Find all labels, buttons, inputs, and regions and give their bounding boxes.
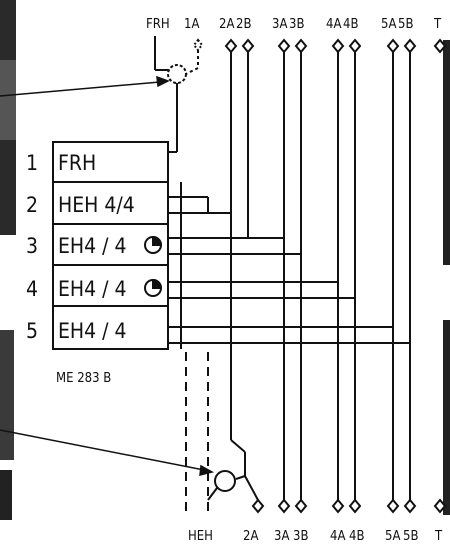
row-number-4: 4 xyxy=(26,277,38,301)
bottom-terminal-labels: HEH 2A 3A 3B 4A 4B 5A 5B T xyxy=(188,529,443,544)
bottom-label-5A: 5A xyxy=(385,529,400,544)
row-label-5: EH4 / 4 xyxy=(58,319,127,343)
bottom-label-2A: 2A xyxy=(243,529,258,544)
row-numbers: 1 2 3 4 5 xyxy=(26,151,38,343)
row-number-3: 3 xyxy=(26,234,38,258)
row-label-2: HEH 4/4 xyxy=(58,193,135,217)
diamond-terminal-icon xyxy=(277,38,291,54)
diamond-terminal-icon xyxy=(433,38,447,54)
bottom-terminals xyxy=(251,498,447,514)
diamond-terminal-icon xyxy=(294,498,308,514)
diamond-terminal-icon xyxy=(403,498,417,514)
row-number-5: 5 xyxy=(26,319,38,343)
diamond-terminal-icon xyxy=(386,38,400,54)
bottom-label-T: T xyxy=(434,529,443,544)
top-label-4A: 4A xyxy=(326,17,341,32)
arrow-pointer-icon xyxy=(156,75,170,88)
top-label-3A: 3A xyxy=(272,17,287,32)
top-label-4B: 4B xyxy=(343,17,358,32)
row-label-4: EH4 / 4 xyxy=(58,277,127,301)
diamond-terminal-icon xyxy=(386,498,400,514)
bottom-label-HEH: HEH xyxy=(188,529,213,544)
arrow-pointer-icon xyxy=(199,464,215,476)
top-label-5A: 5A xyxy=(381,17,396,32)
bottom-label-3A: 3A xyxy=(274,529,289,544)
top-label-FRH: FRH xyxy=(146,17,170,32)
diamond-terminal-icon xyxy=(348,498,362,514)
top-label-5B: 5B xyxy=(398,17,413,32)
clock-icon xyxy=(144,235,163,254)
frh-connection xyxy=(154,36,204,153)
top-terminals xyxy=(224,38,447,54)
diamond-terminal-icon xyxy=(433,498,447,514)
row-number-2: 2 xyxy=(26,193,38,217)
diamond-terminal-icon xyxy=(331,38,345,54)
row-number-1: 1 xyxy=(26,151,38,175)
right-photo-strips xyxy=(443,40,450,515)
diamond-terminal-icon xyxy=(403,38,417,54)
heh-dashed-lines xyxy=(185,352,209,512)
row-label-3: EH4 / 4 xyxy=(58,234,127,258)
bottom-device xyxy=(207,439,259,501)
top-label-2B: 2B xyxy=(236,17,251,32)
bottom-label-5B: 5B xyxy=(403,529,418,544)
diamond-terminal-icon xyxy=(348,38,362,54)
vertical-wires xyxy=(230,52,411,500)
circle-device-icon xyxy=(214,470,236,492)
bottom-label-4A: 4A xyxy=(330,529,345,544)
row-label-1: FRH xyxy=(58,151,96,175)
top-label-3B: 3B xyxy=(289,17,304,32)
timer-icons xyxy=(144,235,163,297)
relay-box xyxy=(52,141,169,350)
top-label-1A: 1A xyxy=(184,17,199,32)
model-label: ME 283 B xyxy=(56,371,111,386)
clock-icon xyxy=(144,278,163,297)
diamond-terminal-icon xyxy=(224,38,238,54)
diamond-terminal-icon xyxy=(277,498,291,514)
horizontal-wires xyxy=(168,182,410,349)
bottom-label-4B: 4B xyxy=(349,529,364,544)
row-labels: FRH HEH 4/4 EH4 / 4 EH4 / 4 EH4 / 4 xyxy=(58,151,135,343)
top-label-T: T xyxy=(433,17,442,32)
bottom-label-3B: 3B xyxy=(293,529,308,544)
top-label-2A: 2A xyxy=(219,17,234,32)
left-photo-strips xyxy=(0,0,16,520)
circle-device-icon xyxy=(167,64,187,84)
arrow-pointers xyxy=(0,75,215,476)
diamond-terminal-icon xyxy=(241,38,255,54)
diamond-terminal-icon xyxy=(294,38,308,54)
diamond-terminal-icon xyxy=(331,498,345,514)
top-terminal-labels: FRH 1A 2A 2B 3A 3B 4A 4B 5A 5B T xyxy=(146,17,442,32)
diamond-terminal-icon xyxy=(251,498,265,514)
